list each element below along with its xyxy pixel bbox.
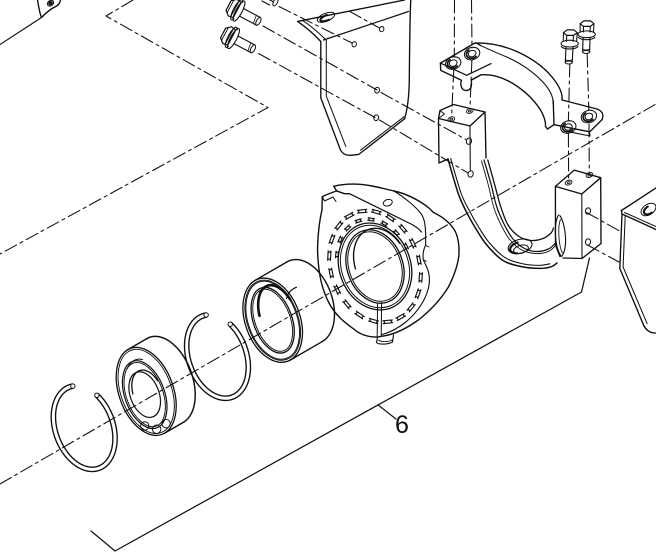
- svg-text:6: 6: [395, 411, 409, 439]
